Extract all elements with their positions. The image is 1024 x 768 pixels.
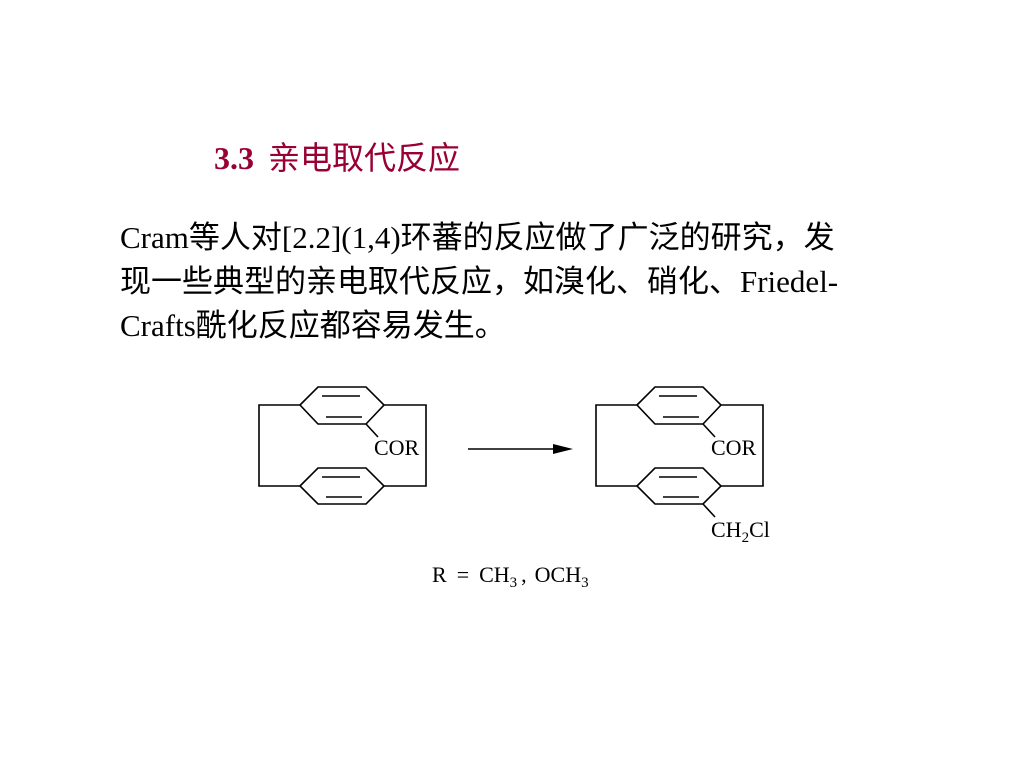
arrow-head — [553, 444, 573, 454]
r-equals: = — [457, 562, 469, 587]
r-option2-sub: 3 — [581, 575, 589, 591]
ch2cl-prefix: CH — [711, 517, 742, 542]
product-right-bridge — [721, 404, 764, 487]
product-ch2cl-label: CH2Cl — [711, 517, 770, 546]
paragraph-line-3: Crafts酰化反应都容易发生。 — [120, 308, 506, 343]
r-definition: R=CH3,OCH3 — [432, 562, 589, 591]
r-option2: OCH — [535, 562, 582, 587]
product-cor-label: COR — [711, 435, 757, 460]
reactant-cyclophane — [258, 386, 427, 505]
reactant-right-bridge — [384, 404, 427, 487]
slide-title: 3.3 亲电取代反应 — [214, 136, 460, 180]
ch2cl-suffix: Cl — [749, 517, 770, 542]
product-left-bridge — [595, 404, 637, 487]
reactant-cor-label: COR — [374, 435, 420, 460]
product-top-ring — [635, 386, 723, 425]
section-number: 3.3 — [214, 140, 254, 176]
product-cyclophane — [595, 386, 764, 518]
r-option1: CH — [479, 562, 510, 587]
body-paragraph: Cram等人对[2.2](1,4)环蕃的反应做了广泛的研究，发 现一些典型的亲电… — [120, 216, 920, 348]
reactant-left-bridge — [258, 404, 300, 487]
r-symbol: R — [432, 562, 447, 587]
paragraph-line-1: Cram等人对[2.2](1,4)环蕃的反应做了广泛的研究，发 — [120, 220, 835, 255]
r-separator: , — [521, 562, 527, 587]
section-title: 亲电取代反应 — [268, 139, 461, 177]
r-option1-sub: 3 — [510, 575, 518, 591]
paragraph-line-2: 现一些典型的亲电取代反应，如溴化、硝化、Friedel- — [120, 264, 839, 299]
product-bottom-ring — [635, 467, 723, 505]
ch2cl-subscript: 2 — [742, 530, 750, 546]
reactant-top-ring — [298, 386, 386, 425]
reactant-bottom-ring — [298, 467, 386, 505]
